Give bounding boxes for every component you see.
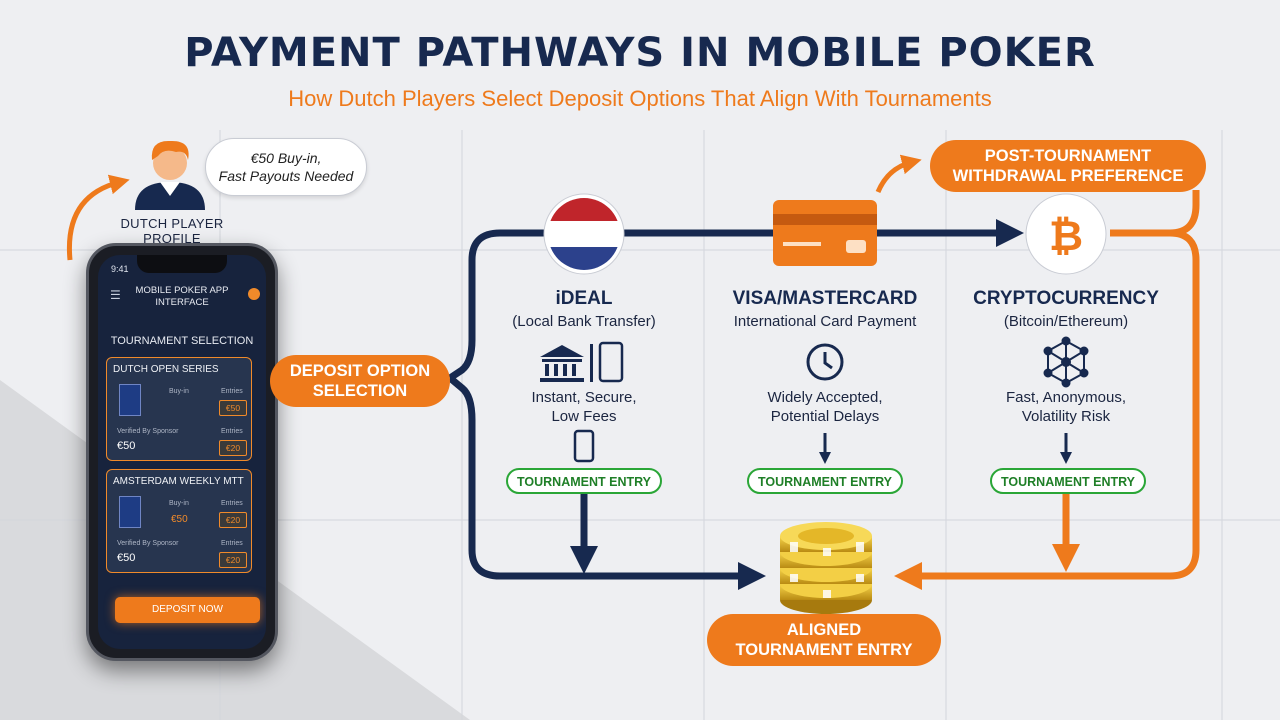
phone-time: 9:41 xyxy=(111,264,129,274)
tournament-name: DUTCH OPEN SERIES xyxy=(113,364,219,375)
aligned-tournament-entry: ALIGNED TOURNAMENT ENTRY xyxy=(707,614,941,666)
method-subtitle-crypto: (Bitcoin/Ethereum) xyxy=(1003,313,1129,330)
note-line-1: Instant, Secure, xyxy=(531,389,637,406)
deposit-option-selection: DEPOSIT OPTION SELECTION xyxy=(270,355,450,407)
note-line-2: Potential Delays xyxy=(770,408,880,425)
method-note-ideal: Instant, Secure, Low Fees xyxy=(464,388,704,426)
note-line-2: Low Fees xyxy=(551,408,617,425)
buyin-mid-value: €50 xyxy=(171,514,188,525)
post-tournament-withdrawal: POST-TOURNAMENT WITHDRAWAL PREFERENCE xyxy=(930,140,1206,192)
entries-label: Entries xyxy=(221,428,243,435)
note-line-1: Widely Accepted, xyxy=(767,389,883,406)
tournament-entry-badge-visa: TOURNAMENT ENTRY xyxy=(747,468,903,494)
entries-label: Entries xyxy=(221,540,243,547)
phone-screen: 9:41 ☰ MOBILE POKER APP INTERFACE TOURNA… xyxy=(98,255,266,649)
tournament-card[interactable]: DUTCH OPEN SERIES Buy-in Entries €50 Ver… xyxy=(106,357,252,461)
page-subtitle: How Dutch Players Select Deposit Options… xyxy=(288,86,992,111)
entries-label: Entries xyxy=(221,500,243,507)
page-title: PAYMENT PATHWAYS IN MOBILE POKER xyxy=(184,30,1096,76)
price-value: €50 xyxy=(117,552,136,564)
method-note-visa: Widely Accepted, Potential Delays xyxy=(705,388,945,426)
post-tournament-line-2: WITHDRAWAL PREFERENCE xyxy=(952,167,1184,185)
buyin-label: Buy-in xyxy=(169,500,189,507)
method-name-ideal: iDEAL xyxy=(555,288,613,309)
method-name-visa: VISA/MASTERCARD xyxy=(732,288,918,309)
svg-text:₿: ₿ xyxy=(1049,211,1083,260)
speech-line-1: €50 Buy-in, xyxy=(250,150,322,166)
deposit-selection-line-1: DEPOSIT OPTION xyxy=(289,362,431,380)
clock-icon xyxy=(806,343,844,381)
method-subtitle-ideal: (Local Bank Transfer) xyxy=(512,313,656,330)
buyin-value: €20 xyxy=(219,512,247,528)
bank-icon xyxy=(540,344,593,382)
post-tournament-line-1: POST-TOURNAMENT xyxy=(984,147,1152,165)
entries-label: Entries xyxy=(221,388,243,395)
tournament-card[interactable]: AMSTERDAM WEEKLY MTT Buy-in Entries €50 … xyxy=(106,469,252,573)
tournament-entry-badge-ideal: TOURNAMENT ENTRY xyxy=(506,468,662,494)
tournament-entry-badge-crypto: TOURNAMENT ENTRY xyxy=(990,468,1146,494)
app-title-line-1: MOBILE POKER APP xyxy=(135,285,229,296)
verified-label: Verified By Sponsor xyxy=(117,540,179,547)
app-title: MOBILE POKER APP INTERFACE xyxy=(126,285,238,309)
bitcoin-icon: ₿ xyxy=(1025,193,1107,275)
player-avatar-icon xyxy=(135,140,205,210)
app-title-line-2: INTERFACE xyxy=(155,297,209,308)
tournament-logo-icon xyxy=(119,496,141,528)
player-profile-label: DUTCH PLAYER PROFILE xyxy=(120,216,224,246)
flow-line-top xyxy=(448,219,1024,381)
method-subtitle-visa: International Card Payment xyxy=(733,313,917,330)
deposit-selection-line-2: SELECTION xyxy=(312,382,408,400)
tournament-name: AMSTERDAM WEEKLY MTT xyxy=(113,476,244,487)
method-note-crypto: Fast, Anonymous, Volatility Risk xyxy=(946,388,1186,426)
arrow-to-post-tournament xyxy=(875,154,922,194)
tournament-logo-icon xyxy=(119,384,141,416)
flow-line-orange-riser xyxy=(1169,190,1200,237)
arrow-to-profile xyxy=(66,174,130,261)
price-value: €50 xyxy=(117,440,136,452)
mobile-phone-icon xyxy=(598,341,624,383)
menu-icon[interactable]: ☰ xyxy=(110,288,121,302)
deposit-now-button[interactable]: DEPOSIT NOW xyxy=(115,597,260,623)
credit-card-icon xyxy=(773,200,877,266)
user-avatar-icon[interactable] xyxy=(248,288,260,300)
verified-label: Verified By Sponsor xyxy=(117,428,179,435)
entries-value: €20 xyxy=(219,552,247,568)
buyin-value: €50 xyxy=(219,400,247,416)
flow-line-bottom xyxy=(447,375,766,590)
speech-line-2: Fast Payouts Needed xyxy=(218,168,354,184)
poker-chips-icon xyxy=(780,522,872,614)
note-line-1: Fast, Anonymous, xyxy=(1005,389,1127,406)
phone-notch xyxy=(137,255,227,273)
network-icon xyxy=(1043,336,1089,388)
mobile-phone-icon-2 xyxy=(573,429,595,463)
buyin-label: Buy-in xyxy=(169,388,189,395)
dutch-flag-icon xyxy=(543,193,625,275)
speech-bubble: €50 Buy-in, Fast Payouts Needed xyxy=(205,138,367,196)
method-name-crypto: CRYPTOCURRENCY xyxy=(973,288,1159,309)
tournament-selection-title: TOURNAMENT SELECTION xyxy=(110,335,254,347)
aligned-line-1: ALIGNED xyxy=(786,621,862,639)
phone-mockup: 9:41 ☰ MOBILE POKER APP INTERFACE TOURNA… xyxy=(86,243,278,661)
entries-value: €20 xyxy=(219,440,247,456)
aligned-line-2: TOURNAMENT ENTRY xyxy=(735,641,913,659)
note-line-2: Volatility Risk xyxy=(1021,408,1111,425)
